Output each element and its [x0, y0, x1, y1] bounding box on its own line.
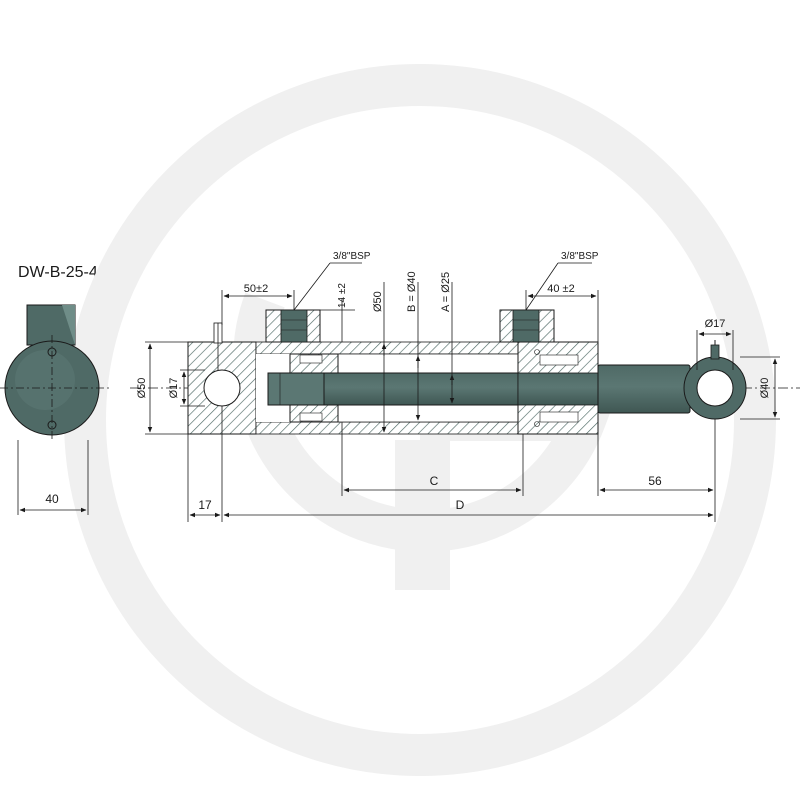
bore-diameter-label: Ø50 [372, 291, 384, 312]
bore-b-label: B = Ø40 [406, 271, 418, 312]
port-right-spacing-label: 40 ±2 [547, 283, 574, 295]
port-left-label: 3/8"BSP [333, 251, 371, 262]
overall-length-label: D [456, 498, 465, 512]
rod-end-length-label: 56 [648, 474, 662, 488]
eye-diameter-left-label: Ø17 [168, 378, 180, 399]
eye-outer-right-label: Ø40 [759, 378, 771, 399]
rod-eye [683, 340, 747, 420]
stroke-label: C [430, 474, 439, 488]
side-width-label: 40 [45, 492, 59, 506]
eye-diameter-right-label: Ø17 [705, 318, 726, 330]
port-height-label: 14 ±2 [337, 283, 348, 308]
body-diameter-left-label: Ø50 [136, 378, 148, 399]
port-right [499, 309, 555, 343]
port-right-label: 3/8"BSP [561, 251, 599, 262]
port-left-spacing-label: 50±2 [244, 283, 268, 295]
model-title: DW-B-25-40 [18, 264, 107, 281]
side-view: 40 [0, 304, 110, 515]
port-left [265, 309, 321, 343]
eye-offset-left-label: 17 [198, 498, 212, 512]
rear-eye-hole [203, 369, 241, 407]
rod-a-label: A = Ø25 [440, 272, 452, 312]
main-view: 3/8"BSP 3/8"BSP 50±2 40 ±2 14 ±2 Ø50 Ø17… [130, 251, 800, 522]
